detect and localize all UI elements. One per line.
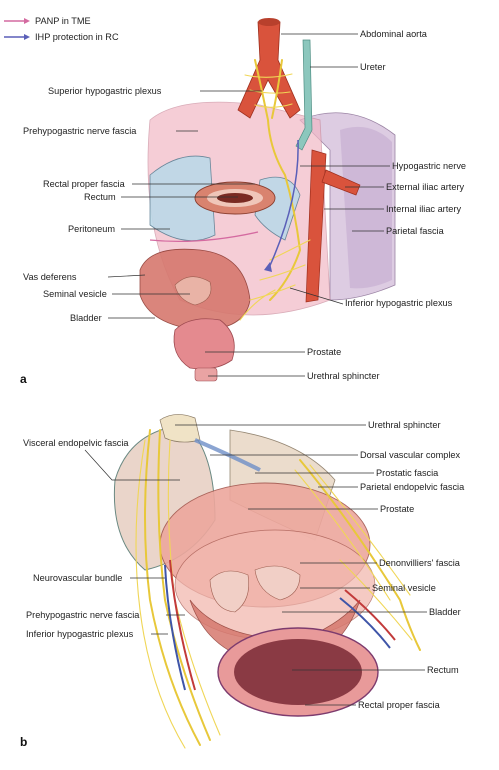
leader-inferior-plexus-a — [289, 287, 344, 305]
ureter-shape — [295, 39, 313, 151]
panel-b-letter: b — [20, 735, 27, 749]
legend: PANP in TME IHP protection in RC — [4, 16, 119, 42]
legend-panp-label: PANP in TME — [35, 16, 91, 26]
label-rectal-proper-fascia-a: Rectal proper fascia — [43, 179, 126, 189]
label-bladder-a: Bladder — [70, 313, 102, 323]
urethral-sphincter-b-shape — [159, 414, 201, 443]
nvb-right-artery — [344, 589, 396, 641]
urethral-sphincter-a-shape — [194, 367, 218, 382]
label-parietal-fascia: Parietal fascia — [386, 226, 445, 236]
seminal-vesicle-b-right — [254, 565, 301, 601]
superior-plexus-nerve — [254, 59, 302, 301]
nvb-left-artery — [169, 559, 196, 691]
peritoneum-flap — [149, 155, 216, 241]
label-internal-iliac-artery: Internal iliac artery — [386, 204, 461, 214]
label-neurovascular-bundle: Neurovascular bundle — [33, 573, 122, 583]
label-rectal-proper-fascia-b: Rectal proper fascia — [358, 700, 441, 710]
nvb-left-2 — [157, 429, 211, 741]
nvb-left-vein — [164, 564, 186, 691]
label-hypogastric-nerve: Hypogastric nerve — [392, 161, 466, 171]
legend-ihp-label: IHP protection in RC — [35, 32, 119, 42]
aorta-top — [258, 18, 280, 26]
label-abdominal-aorta: Abdominal aorta — [360, 29, 428, 39]
label-prehypogastric-nerve-fascia-b: Prehypogastric nerve fascia — [26, 610, 140, 620]
seminal-vesicle-a-shape — [174, 276, 212, 306]
label-prostate-b: Prostate — [380, 504, 414, 514]
aorta-shape — [237, 21, 301, 119]
label-seminal-vesicle-b: Seminal vesicle — [372, 583, 436, 593]
label-ureter: Ureter — [360, 62, 386, 72]
label-parietal-endopelvic-fascia: Parietal endopelvic fascia — [360, 482, 465, 492]
ihp-arrow-line — [267, 139, 299, 271]
panel-b-labels: b Urethral sphincter Visceral endopelvic… — [20, 420, 465, 749]
label-prostatic-fascia: Prostatic fascia — [376, 468, 439, 478]
label-rectum-a: Rectum — [84, 192, 116, 202]
leader-vas-deferens — [107, 274, 146, 278]
panel-a-labels: a Abdominal aorta Ureter Superior hypoga… — [20, 29, 466, 386]
external-iliac-artery-shape — [321, 169, 361, 196]
label-urethral-sphincter-b: Urethral sphincter — [368, 420, 441, 430]
panel-a-letter: a — [20, 372, 27, 386]
label-dorsal-vascular-complex: Dorsal vascular complex — [360, 450, 460, 460]
panp-arrow-line — [149, 231, 259, 243]
label-urethral-sphincter-a: Urethral sphincter — [307, 371, 380, 381]
seminal-vesicle-b-left — [209, 570, 249, 613]
internal-iliac-artery-shape — [305, 149, 327, 303]
parietal-fascia-inner — [340, 126, 392, 289]
label-inferior-hypogastric-plexus-b: Inferior hypogastric plexus — [26, 629, 134, 639]
superior-plexus-nerve-2 — [271, 59, 283, 119]
panel-a-illustration — [139, 18, 396, 382]
ihp-arrow-icon — [264, 262, 272, 272]
legend-ihp-arrow-icon — [24, 34, 30, 40]
nvb-right-vein — [339, 597, 391, 649]
label-superior-hypogastric-plexus: Superior hypogastric plexus — [48, 86, 162, 96]
label-prehypogastric-nerve-fascia-a: Prehypogastric nerve fascia — [23, 126, 137, 136]
label-bladder-b: Bladder — [429, 607, 461, 617]
label-rectum-b: Rectum — [427, 665, 459, 675]
panel-b-illustration — [113, 414, 421, 749]
nvb-left-main — [144, 429, 201, 746]
label-visceral-endopelvic-fascia: Visceral endopelvic fascia — [23, 438, 129, 448]
label-seminal-vesicle-a: Seminal vesicle — [43, 289, 107, 299]
label-inferior-hypogastric-plexus-a: Inferior hypogastric plexus — [345, 298, 453, 308]
label-peritoneum: Peritoneum — [68, 224, 115, 234]
label-prostate-a: Prostate — [307, 347, 341, 357]
rectum-b-lumen — [234, 639, 362, 705]
label-denonvilliers-fascia: Denonvilliers' fascia — [379, 558, 461, 568]
rectum-lumen — [217, 193, 253, 203]
legend-panp-arrow-icon — [24, 18, 30, 24]
nvb-right-branches — [294, 464, 413, 641]
label-external-iliac-artery: External iliac artery — [386, 182, 465, 192]
nvb-right-main — [299, 459, 421, 651]
label-vas-deferens: Vas deferens — [23, 272, 77, 282]
prostate-a-shape — [173, 318, 235, 370]
inferior-plexus-branches — [239, 239, 311, 321]
leader-visceral-fascia — [84, 449, 180, 481]
